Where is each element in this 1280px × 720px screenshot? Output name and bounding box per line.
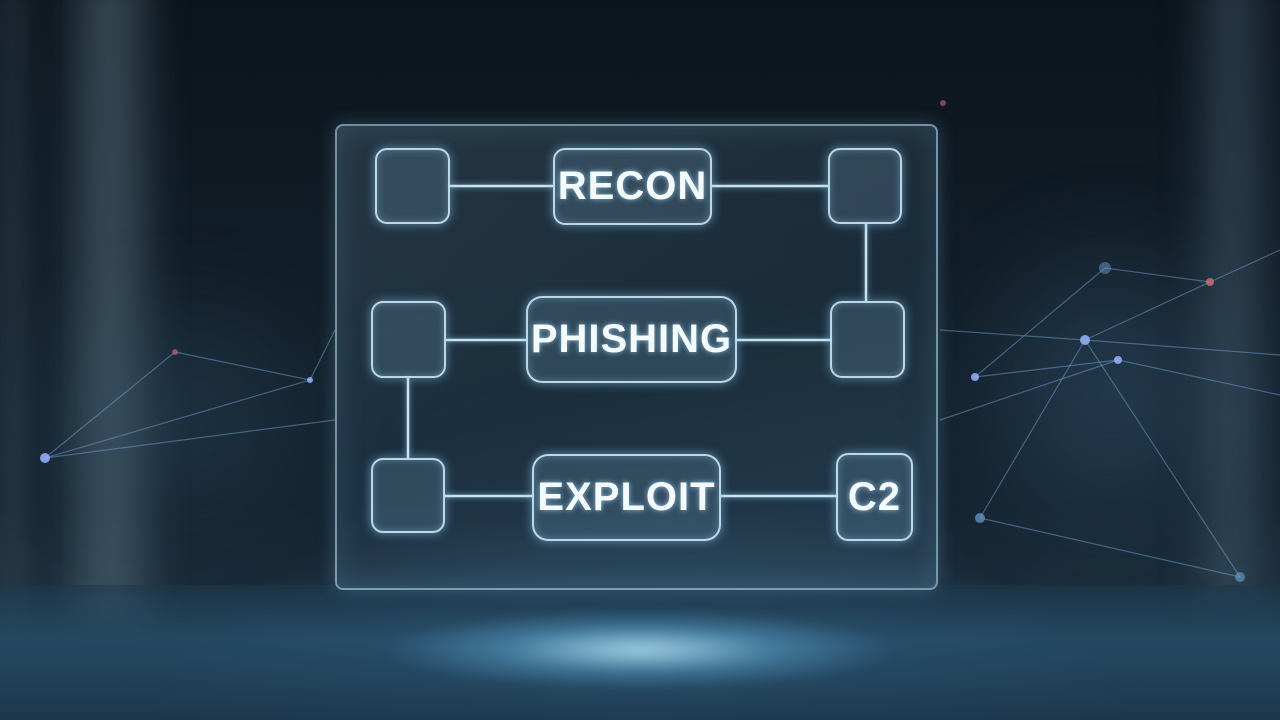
network-line xyxy=(974,359,1119,378)
network-node xyxy=(40,453,50,463)
network-line xyxy=(1104,267,1211,283)
diagram-node-empty xyxy=(371,458,445,533)
diagram-node-c2: C2 xyxy=(836,453,913,541)
diagram-node-empty xyxy=(828,148,902,224)
network-node xyxy=(1080,335,1090,345)
floor-glow xyxy=(380,610,900,690)
network-line xyxy=(974,267,1106,378)
network-line xyxy=(979,339,1086,519)
diagram-node-empty xyxy=(371,301,446,378)
network-line xyxy=(44,351,176,459)
diagram-node-phishing: PHISHING xyxy=(526,296,737,383)
network-node xyxy=(172,349,178,355)
background-pillar xyxy=(50,0,170,620)
network-line xyxy=(939,329,1086,341)
diagram-node-empty xyxy=(830,301,905,378)
network-node xyxy=(940,100,946,106)
network-line xyxy=(1209,249,1280,283)
network-line xyxy=(979,517,1241,578)
network-line xyxy=(44,379,311,459)
network-line xyxy=(1084,281,1211,341)
diagram-node-exploit: EXPLOIT xyxy=(532,454,721,541)
network-line xyxy=(44,419,336,459)
network-line xyxy=(939,359,1119,421)
network-node xyxy=(975,513,985,523)
background-pillar xyxy=(0,0,40,620)
background-haze xyxy=(940,200,1280,580)
network-node xyxy=(1114,356,1122,364)
network-node xyxy=(1206,278,1214,286)
network-node xyxy=(1099,262,1111,274)
network-line xyxy=(309,329,336,381)
network-node xyxy=(971,373,979,381)
network-line xyxy=(1084,339,1280,356)
diagram-node-empty xyxy=(375,148,450,224)
network-line xyxy=(1084,339,1241,578)
network-line xyxy=(174,351,311,381)
background-pillar xyxy=(1180,0,1280,600)
network-line xyxy=(1117,359,1280,396)
diagram-node-recon: RECON xyxy=(553,148,712,225)
network-node xyxy=(307,377,313,383)
background-haze xyxy=(0,260,360,560)
network-node xyxy=(1235,572,1245,582)
